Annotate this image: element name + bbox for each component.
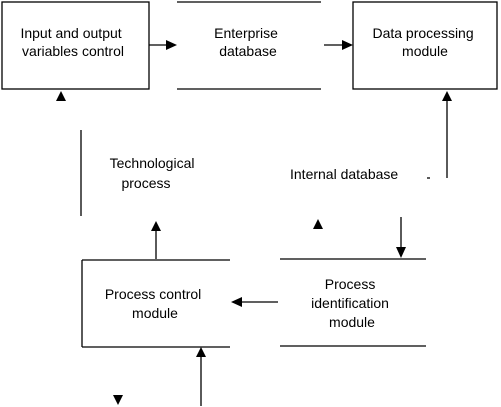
internal-database-label: Internal database: [290, 166, 398, 182]
process-control-line-1: Process control: [105, 286, 201, 302]
process-identification-line-3: module: [329, 314, 375, 330]
svg-text:Data processing module: Data processing module: [372, 25, 477, 59]
arrow-feedback-to-io-control: [56, 91, 82, 216]
arrow-input-to-process-control: [196, 347, 206, 406]
enterprise-database-line-2: database: [219, 43, 277, 59]
svg-text:Process identification: Process identification module: [311, 276, 393, 330]
svg-text:Technological process: Technological process: [110, 155, 199, 191]
arrow-to-process-identification: [396, 217, 406, 258]
io-control-line-2: variables control: [22, 43, 124, 59]
technological-process-line-2: process: [121, 175, 170, 191]
data-processing-block: [352, 1, 498, 90]
process-control-block: [81, 259, 230, 348]
process-identification-line-1: Process: [325, 276, 376, 292]
arrow-identification-to-control: [231, 297, 278, 307]
arrow-internal-db-to-data-processing: [427, 91, 452, 179]
process-identification-block: [280, 258, 426, 347]
floating-up-arrowhead: [313, 219, 323, 229]
process-control-line-2: module: [132, 305, 178, 321]
arrow-control-to-technological-process: [151, 221, 161, 259]
io-control-line-1: Input and output: [20, 25, 121, 41]
arrow-enterprise-to-data-processing: [324, 40, 353, 50]
svg-text:Input and output variables: Input and output variables control: [20, 25, 125, 59]
data-processing-line-1: Data processing: [372, 25, 473, 41]
enterprise-database-block: [177, 1, 321, 90]
data-processing-line-2: module: [402, 43, 448, 59]
arrow-io-to-enterprise: [149, 40, 177, 50]
svg-text:Enterprise database: Enterprise database: [214, 25, 282, 59]
svg-text:Process control module: Process control module: [105, 286, 205, 321]
bottom-down-arrowhead: [113, 395, 123, 405]
enterprise-database-line-1: Enterprise: [214, 25, 278, 41]
technological-process-line-1: Technological: [110, 155, 195, 171]
process-identification-line-2: identification: [311, 295, 389, 311]
